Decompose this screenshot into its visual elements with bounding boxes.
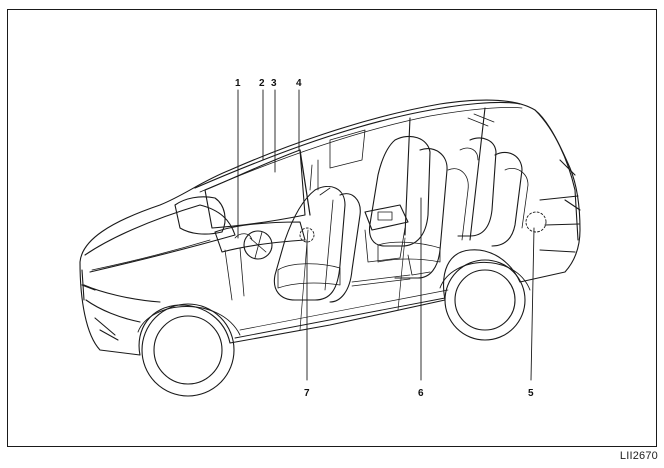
- callout-5: 5: [528, 388, 534, 399]
- rear-end: [534, 109, 581, 241]
- callout-1: 1: [235, 78, 241, 89]
- figure-frame: [7, 9, 657, 447]
- dashboard: [214, 221, 306, 301]
- figure-code: LII2670: [619, 450, 658, 462]
- callout-2: 2: [259, 78, 265, 89]
- rear-wheel: [439, 259, 531, 341]
- leader-5: [530, 227, 535, 381]
- body-outline: [79, 99, 581, 356]
- driver-knee-airbag-area: [234, 233, 253, 241]
- second-row-seats: [368, 135, 469, 279]
- callout-4: 4: [296, 78, 302, 89]
- hood: [84, 204, 236, 273]
- front-seats: [273, 159, 361, 303]
- headlight: [174, 196, 226, 235]
- front-grille: [83, 284, 161, 341]
- callout-6: 6: [418, 388, 424, 399]
- car-body: [79, 99, 581, 356]
- steering-wheel: [243, 230, 273, 260]
- third-row-seats: [457, 113, 529, 247]
- sensor-area-front-seat: [299, 227, 315, 243]
- sensor-area-rear: [525, 211, 547, 233]
- windshield: [204, 149, 306, 229]
- front-wheel: [137, 303, 241, 397]
- callout-leaders: [237, 89, 535, 381]
- roof-line: [194, 101, 521, 189]
- callout-3: 3: [271, 78, 277, 89]
- callout-7: 7: [304, 388, 310, 399]
